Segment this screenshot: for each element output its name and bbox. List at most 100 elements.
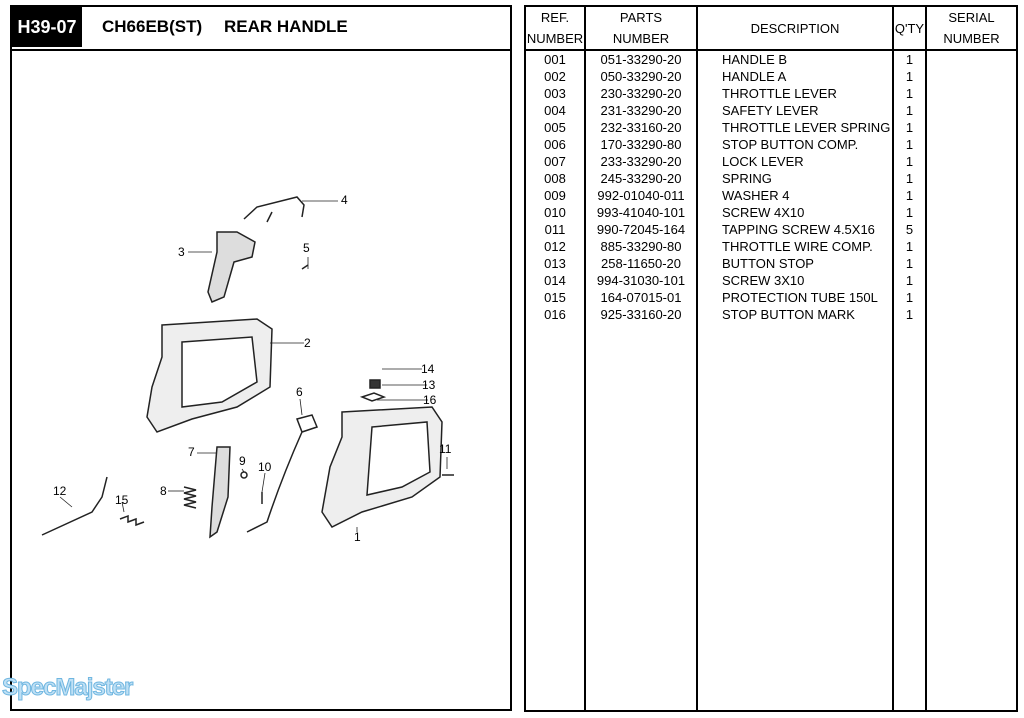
callout-3: 3 xyxy=(178,245,185,259)
serial-cell xyxy=(925,221,1018,238)
serial-cell xyxy=(925,119,1018,136)
stop-button-part xyxy=(246,414,319,533)
callout-16: 16 xyxy=(423,393,437,407)
ref-cell: 010 xyxy=(524,204,586,221)
part-number-cell: 051-33290-20 xyxy=(584,50,698,68)
serial-cell xyxy=(925,306,1018,323)
qty-cell: 1 xyxy=(892,204,927,221)
throttle-wire-part xyxy=(41,476,108,536)
button-stop-part xyxy=(369,379,381,389)
part-number-cell: 258-11650-20 xyxy=(584,255,698,272)
part-number-cell: 245-33290-20 xyxy=(584,170,698,187)
serial-cell xyxy=(925,204,1018,221)
serial-cell xyxy=(925,170,1018,187)
callout-11: 11 xyxy=(439,442,452,456)
header-text: REF. xyxy=(540,10,570,25)
qty-cell: 1 xyxy=(892,170,927,187)
qty-cell: 1 xyxy=(892,255,927,272)
serial-cell xyxy=(925,68,1018,85)
part-number-cell: 994-31030-101 xyxy=(584,272,698,289)
part-number-cell: 164-07015-01 xyxy=(584,289,698,306)
callout-14: 14 xyxy=(421,362,435,376)
empty-cell xyxy=(584,323,698,711)
callout-12: 12 xyxy=(53,484,67,498)
ref-cell: 013 xyxy=(524,255,586,272)
col-description: DESCRIPTION xyxy=(696,5,894,51)
description-cell: SCREW 3X10 xyxy=(696,272,894,289)
qty-cell: 1 xyxy=(892,68,927,85)
part-number-cell: 993-41040-101 xyxy=(584,204,698,221)
empty-cell xyxy=(925,323,1018,711)
qty-cell: 1 xyxy=(892,136,927,153)
diagram-panel: H39-07 CH66EB(ST) REAR HANDLE xyxy=(10,5,512,711)
part-number-cell: 992-01040-011 xyxy=(584,187,698,204)
ref-cell: 007 xyxy=(524,153,586,170)
description-cell: BUTTON STOP xyxy=(696,255,894,272)
col-ref: REF. NUMBER xyxy=(524,5,586,51)
throttle-lever-spring-part xyxy=(119,514,145,527)
ref-cell: 011 xyxy=(524,221,586,238)
description-cell: THROTTLE WIRE COMP. xyxy=(696,238,894,255)
serial-cell xyxy=(925,187,1018,204)
part-number-cell: 925-33160-20 xyxy=(584,306,698,323)
description-cell: PROTECTION TUBE 150L xyxy=(696,289,894,306)
serial-cell xyxy=(925,85,1018,102)
ref-cell: 008 xyxy=(524,170,586,187)
serial-cell xyxy=(925,255,1018,272)
empty-cell xyxy=(696,323,894,711)
qty-cell: 1 xyxy=(892,272,927,289)
ref-cell: 012 xyxy=(524,238,586,255)
callout-13: 13 xyxy=(422,378,436,392)
section-code: H39-07 xyxy=(12,7,82,47)
description-cell: STOP BUTTON MARK xyxy=(696,306,894,323)
ref-cell: 016 xyxy=(524,306,586,323)
callout-8: 8 xyxy=(160,484,167,498)
part-number-cell: 231-33290-20 xyxy=(584,102,698,119)
ref-cell: 009 xyxy=(524,187,586,204)
serial-cell xyxy=(925,136,1018,153)
header-text: PARTS xyxy=(619,10,663,25)
serial-cell xyxy=(925,272,1018,289)
lever-spring-part xyxy=(301,264,309,270)
description-cell: LOCK LEVER xyxy=(696,153,894,170)
qty-cell: 1 xyxy=(892,153,927,170)
part-number-cell: 050-33290-20 xyxy=(584,68,698,85)
description-cell: HANDLE A xyxy=(696,68,894,85)
empty-cell xyxy=(892,323,927,711)
lock-lever-part xyxy=(209,446,231,539)
qty-cell: 1 xyxy=(892,306,927,323)
part-number-cell: 885-33290-80 xyxy=(584,238,698,255)
callout-7: 7 xyxy=(188,445,195,459)
callout-10: 10 xyxy=(258,460,272,474)
description-cell: HANDLE B xyxy=(696,50,894,68)
header-text: NUMBER xyxy=(526,31,584,46)
part-number-cell: 232-33160-20 xyxy=(584,119,698,136)
description-cell: SPRING xyxy=(696,170,894,187)
qty-cell: 1 xyxy=(892,238,927,255)
exploded-parts-diagram xyxy=(41,196,454,539)
serial-cell xyxy=(925,50,1018,68)
part-number-cell: 230-33290-20 xyxy=(584,85,698,102)
part-number-cell: 233-33290-20 xyxy=(584,153,698,170)
ref-cell: 003 xyxy=(524,85,586,102)
part-number-cell: 990-72045-164 xyxy=(584,221,698,238)
callout-2: 2 xyxy=(304,336,311,350)
callout-15: 15 xyxy=(115,493,129,507)
qty-cell: 1 xyxy=(892,50,927,68)
callout-4: 4 xyxy=(341,193,348,207)
description-cell: TAPPING SCREW 4.5X16 xyxy=(696,221,894,238)
qty-cell: 1 xyxy=(892,85,927,102)
